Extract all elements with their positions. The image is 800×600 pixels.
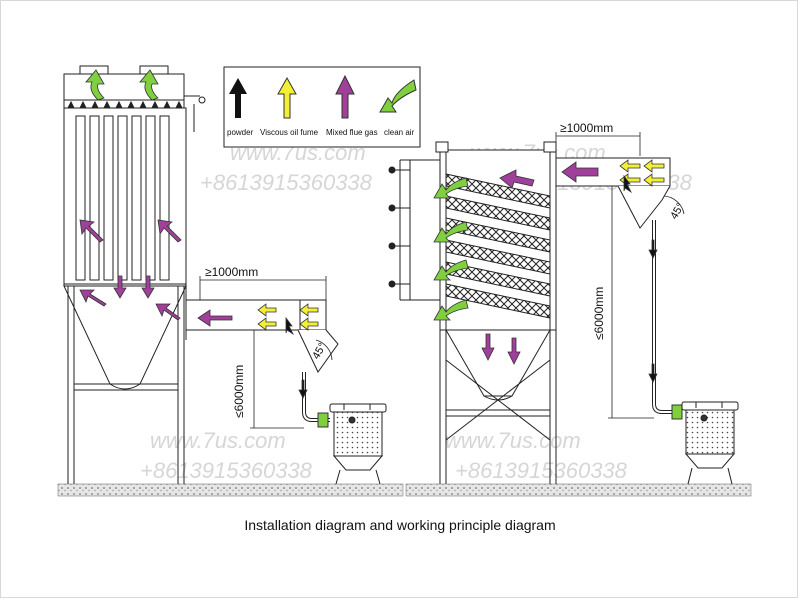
- legend-viscous-oil-icon: [277, 76, 297, 119]
- right-oil-mist-separator: [388, 141, 557, 484]
- legend-powder-icon: [229, 78, 247, 118]
- right-vertical-dimension: ≤6000mm: [592, 287, 606, 340]
- clean-air-arrow-icon: [433, 259, 469, 281]
- ground-left: [57, 483, 404, 497]
- clean-air-arrow-icon: [433, 177, 469, 199]
- oil-fume-arrow-icon: [299, 303, 319, 317]
- watermark-site-4: www.7us.com: [445, 428, 581, 453]
- left-oil-tank: [329, 403, 387, 485]
- oil-fume-arrow-icon: [643, 173, 665, 187]
- legend-mixed-gas-icon: [335, 74, 355, 119]
- legend-label-powder: powder: [227, 128, 254, 137]
- mixed-gas-arrow-icon: [79, 219, 104, 243]
- clean-air-arrow-icon: [433, 221, 469, 243]
- right-flow-arrows: [433, 159, 665, 383]
- right-horizontal-dimension: ≥1000mm: [560, 121, 613, 135]
- watermark-phone-1: +8613915360338: [200, 170, 373, 195]
- mixed-gas-arrow-icon: [157, 219, 182, 243]
- right-inlet-duct: [555, 157, 683, 420]
- mixed-gas-arrow-icon: [197, 309, 233, 327]
- mixed-gas-arrow-icon: [561, 161, 599, 183]
- powder-arrow-icon: [298, 379, 308, 399]
- powder-arrow-icon: [623, 174, 633, 194]
- mixed-gas-arrow-icon: [481, 333, 495, 361]
- left-horizontal-dimension: ≥1000mm: [205, 265, 258, 279]
- mixed-gas-arrow-icon: [155, 303, 181, 321]
- right-dimensions: [555, 132, 685, 419]
- oil-fume-arrow-icon: [257, 303, 277, 317]
- mixed-gas-arrow-icon: [507, 337, 521, 365]
- powder-arrow-icon: [648, 363, 658, 383]
- left-flow-arrows: [79, 69, 319, 399]
- watermark-site-3: www.7us.com: [150, 428, 286, 453]
- right-oil-tank: [681, 401, 739, 485]
- ground-right: [405, 483, 752, 497]
- watermark-phone-3: +8613915360338: [140, 458, 313, 483]
- mixed-gas-arrow-icon: [499, 169, 535, 189]
- right-angle-dimension: 45°: [668, 201, 687, 221]
- legend-label-mixed-gas: Mixed flue gas: [326, 128, 378, 137]
- legend-clean-air-icon: [379, 79, 417, 113]
- oil-fume-arrow-icon: [257, 317, 277, 331]
- powder-arrow-icon: [285, 316, 295, 336]
- powder-arrow-icon: [648, 239, 658, 259]
- figure-caption: Installation diagram and working princip…: [244, 517, 556, 533]
- mixed-gas-arrow-icon: [141, 275, 155, 299]
- legend-label-viscous-oil: Viscous oil fume: [260, 128, 319, 137]
- clean-air-arrow-icon: [139, 69, 159, 101]
- legend-box: [223, 66, 421, 148]
- legend: powder Viscous oil fume Mixed flue gas c…: [223, 66, 421, 148]
- left-vertical-dimension: ≤6000mm: [232, 365, 246, 418]
- legend-label-clean-air: clean air: [384, 128, 415, 137]
- oil-fume-arrow-icon: [643, 159, 665, 173]
- mixed-gas-arrow-icon: [79, 289, 107, 307]
- left-dust-collector: [63, 65, 206, 484]
- watermark-phone-4: +8613915360338: [455, 458, 628, 483]
- oil-fume-arrow-icon: [299, 317, 319, 331]
- left-dimensions: [199, 276, 333, 429]
- mixed-gas-arrow-icon: [113, 275, 127, 299]
- clean-air-arrow-icon: [85, 69, 105, 101]
- oil-fume-arrow-icon: [619, 159, 641, 173]
- clean-air-arrow-icon: [433, 299, 469, 321]
